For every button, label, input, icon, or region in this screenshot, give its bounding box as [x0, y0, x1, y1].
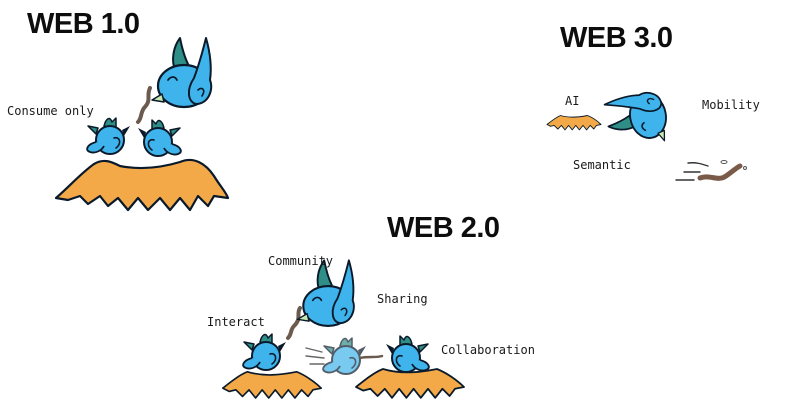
- chick-icon: [86, 117, 131, 155]
- nest-icon: [221, 370, 323, 399]
- web3-illustration: [546, 89, 747, 181]
- web2-illustration: [221, 259, 465, 399]
- nest-icon: [355, 368, 465, 399]
- worm-icon: [675, 160, 747, 181]
- web1-illustration: [54, 36, 230, 212]
- parent-bird-icon: [296, 259, 355, 327]
- label-collaboration: Collaboration: [441, 343, 535, 357]
- chick-icon: [137, 119, 182, 157]
- parent-bird-icon: [150, 36, 213, 109]
- nest-icon: [546, 115, 602, 131]
- label-ai: AI: [565, 94, 580, 108]
- motion-lines: [305, 347, 325, 365]
- label-semantic: Semantic: [573, 158, 631, 172]
- label-mobility: Mobility: [702, 98, 760, 112]
- label-sharing: Sharing: [377, 292, 428, 306]
- label-consume-only: Consume only: [7, 104, 94, 118]
- worm-icon: [286, 306, 302, 340]
- nest-icon: [54, 158, 230, 212]
- web1-title: WEB 1.0: [27, 8, 140, 40]
- web3-title: WEB 3.0: [560, 22, 673, 54]
- chick-icon: [385, 335, 430, 373]
- parent-bird-icon: [602, 89, 672, 151]
- label-interact: Interact: [207, 315, 265, 329]
- worm-icon: [136, 86, 152, 124]
- web2-title: WEB 2.0: [387, 212, 500, 244]
- chick-icon: [242, 333, 287, 371]
- chick-icon: [322, 337, 367, 375]
- worm-icon: [358, 354, 384, 360]
- label-community: Community: [268, 254, 334, 268]
